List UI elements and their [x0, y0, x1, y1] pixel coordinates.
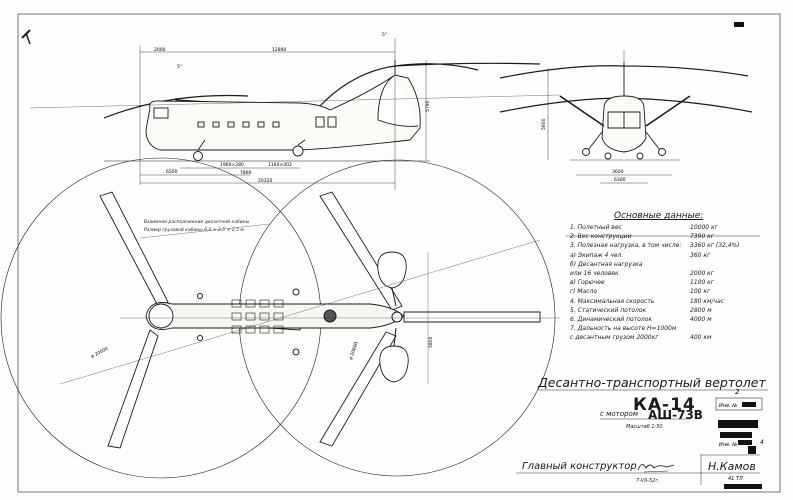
plan-left-blade-1 [99, 191, 169, 307]
drawing-title: Десантно-транспортный вертолет [538, 375, 766, 390]
spec-value: 10000 кг [690, 224, 718, 231]
spec-label: 4. Максимальная скорость [570, 297, 655, 305]
side-view [29, 38, 561, 190]
spec-row: 4. Максимальная скорость 180 км/час [570, 298, 770, 307]
spec-label: 2. Вес конструкции [570, 233, 632, 241]
dim-wheel2: 1160×402 [268, 162, 292, 168]
spec-value: 2800 м [690, 306, 712, 314]
stamp-sheet-no: 4 [760, 439, 764, 446]
spec-row: 6. Динамический потолок 4000 м [570, 316, 770, 325]
spec-row: 5. Статический потолок 2800 м [570, 307, 770, 316]
spec-value: 4000 м [690, 315, 712, 323]
dim-length-upper: 12890 [272, 47, 286, 53]
stamp-inv2: Инв. № [719, 442, 737, 448]
front-view [499, 50, 753, 184]
drawing-frame [17, 13, 781, 493]
spec-label: 5. Статический потолок [570, 306, 647, 314]
spec-label: 7. Дальность на высоте H=1000м [570, 325, 677, 333]
plan-tail-upper [377, 251, 407, 289]
stamp-marks: 41 ТЛ [728, 476, 743, 482]
front-wheel-right [658, 148, 666, 156]
side-fuselage [145, 74, 421, 151]
plan-note-size: Размер грузовой кабины 6,0 × 2,5 × 2,5 м [144, 228, 244, 233]
spec-value: 400 км [690, 334, 712, 342]
spec-value: 7390 кг [690, 233, 714, 241]
designer-signature [637, 464, 675, 473]
spec-label: или 16 человек [570, 269, 619, 277]
side-nose-wheel [193, 151, 203, 161]
spec-value: 360 кг [690, 251, 711, 259]
spec-label: а) Экипаж 4 чел. [570, 251, 624, 259]
chief-designer-label: Главный конструктор [522, 461, 637, 472]
plan-right-blade-2 [319, 331, 397, 447]
spec-row: 3. Полезная нагрузка, в том числе: 3360 к… [570, 242, 770, 251]
spec-row: а) Экипаж 4 чел. 360 кг [570, 252, 770, 261]
dim-rotor-tilt-left: 5° [177, 64, 182, 70]
frame-mark-right [734, 22, 744, 27]
spec-label: 3. Полезная нагрузка, в том числе: [570, 242, 682, 250]
plan-tail-lower [379, 345, 409, 383]
engine-name: АШ-73В [648, 408, 703, 422]
plan-rear-hub [391, 311, 403, 323]
spec-row: с десантным грузом 2000кг 400 км [570, 334, 770, 343]
spec-row: б) Десантная нагрузка [570, 261, 770, 270]
spec-row: г) Масло 100 кг [570, 288, 770, 297]
dim-wheel1: 1960×280 [220, 162, 244, 168]
plan-right-blade-1 [319, 191, 403, 311]
dim-plan-tail-span: 5800 [428, 336, 434, 348]
dim-nose-offset: 6500 [166, 169, 178, 175]
dim-wheelbase: 7890 [240, 170, 252, 176]
dim-front-track: 3600 [612, 169, 624, 175]
spec-value: 3360 кг (32,4%) [690, 242, 740, 250]
spec-label: в) Горючее [570, 279, 605, 287]
plan-note-cabin: Взаимное расположение десантной кабины [144, 220, 250, 225]
engine-prefix: с мотором [600, 410, 639, 418]
plan-right-blade-3 [403, 311, 541, 323]
plan-fuselage [145, 302, 405, 330]
spec-value: 1100 кг [690, 279, 714, 287]
model-designation: КА-14 [633, 395, 696, 415]
drawing-date: 7-VII-52г. [636, 478, 660, 484]
stamp-inv-label: Инв. № [719, 403, 737, 409]
spec-value: 100 кг [690, 288, 711, 296]
chief-designer-name: Н.Камов [708, 460, 756, 473]
spec-row: 1. Полетный вес 10000 кг [570, 224, 770, 233]
dim-rotor-diameter-left: ø 20000 [90, 346, 109, 360]
dim-fuselage-length: 20320 [258, 178, 272, 184]
spec-row: 2. Вес конструкции 7390 кг [570, 233, 770, 242]
specs-title: Основные данные: [614, 211, 704, 221]
side-main-wheel [292, 145, 304, 157]
dim-overall-height: 5790 [425, 100, 431, 112]
spec-row: или 16 человек 2000 кг [570, 270, 770, 279]
title-block-lines [516, 235, 768, 485]
spec-row: в) Горючее 1100 кг [570, 279, 770, 288]
spec-label: 1. Полетный вес [570, 224, 622, 231]
dim-front-height: 5800 [541, 118, 547, 130]
spec-label: г) Масло [570, 288, 598, 296]
dim-front-width: 6300 [614, 177, 626, 183]
spec-label: б) Десантная нагрузка [570, 260, 643, 268]
plan-view [0, 157, 560, 479]
spec-value: 180 км/час [690, 297, 725, 305]
spec-row: 7. Дальность на высоте H=1000м [570, 325, 770, 334]
stamp-sheet-ref: 2 [735, 388, 740, 396]
front-wheel-left [582, 148, 590, 156]
spec-label: 6. Динамический потолок [570, 315, 652, 323]
dim-rotor-diameter-right: ø 20000 [348, 341, 359, 361]
archive-stamps [715, 397, 763, 489]
drawing-scale: Масштаб 1:50 [626, 424, 663, 430]
spec-value: 2000 кг [690, 269, 714, 277]
specs-list: 1. Полетный вес 10000 кг 2. Вес конструкц… [570, 224, 770, 343]
dim-rotor-tilt-right: 5° [382, 32, 387, 38]
dim-offset-left: 2000 [154, 47, 166, 53]
plan-left-blade-2 [107, 329, 159, 449]
spec-label: с десантным грузом 2000кг [570, 334, 659, 342]
